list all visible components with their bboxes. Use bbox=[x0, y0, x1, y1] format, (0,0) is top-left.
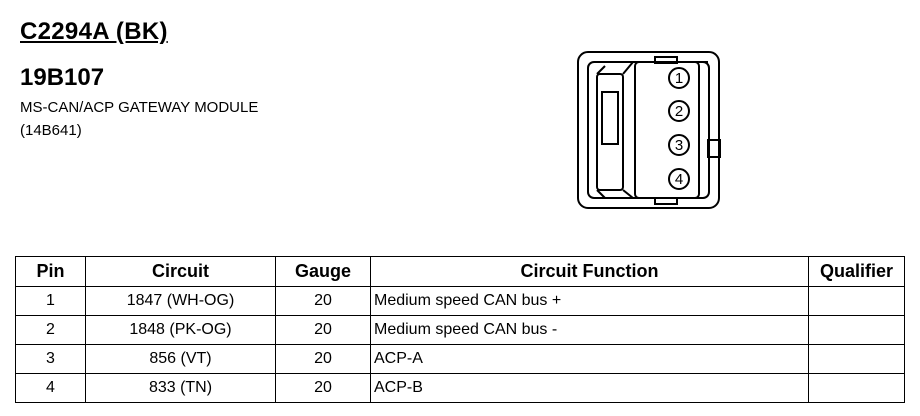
connector-title: C2294A (BK) bbox=[20, 18, 168, 45]
cell-circuit-function: Medium speed CAN bus - bbox=[370, 315, 809, 345]
connector-key-bottom bbox=[654, 197, 678, 205]
connector-pin-1 bbox=[668, 67, 690, 89]
connector-pin-4 bbox=[668, 168, 690, 190]
component-name: MS-CAN/ACP GATEWAY MODULE bbox=[20, 99, 259, 116]
cell-qualifier bbox=[808, 315, 905, 345]
pin-table: Pin Circuit Gauge Circuit Function Quali… bbox=[15, 256, 905, 403]
connector-pin-label-4: 4 bbox=[675, 171, 683, 188]
cell-pin: 1 bbox=[15, 286, 86, 316]
cell-circuit: 1847 (WH-OG) bbox=[85, 286, 276, 316]
cell-circuit-function: ACP-B bbox=[370, 373, 809, 403]
connector-latch-slot bbox=[601, 91, 619, 145]
column-header-gauge: Gauge bbox=[275, 256, 371, 287]
cell-pin: 3 bbox=[15, 344, 86, 374]
column-header-pin: Pin bbox=[15, 256, 86, 287]
cell-gauge: 20 bbox=[275, 344, 371, 374]
table-row: 1 1847 (WH-OG) 20 Medium speed CAN bus + bbox=[15, 286, 905, 316]
cell-circuit-function: Medium speed CAN bus + bbox=[370, 286, 809, 316]
table-header-row: Pin Circuit Gauge Circuit Function Quali… bbox=[15, 256, 905, 287]
connector-pin-label-1: 1 bbox=[675, 70, 683, 87]
cell-qualifier bbox=[808, 344, 905, 374]
cell-qualifier bbox=[808, 373, 905, 403]
cell-pin: 2 bbox=[15, 315, 86, 345]
table-row: 3 856 (VT) 20 ACP-A bbox=[15, 344, 905, 374]
connector-diagram: 1 2 3 4 bbox=[577, 51, 721, 209]
connector-latch-frame bbox=[596, 73, 624, 191]
cell-gauge: 20 bbox=[275, 315, 371, 345]
column-header-circuit-function: Circuit Function bbox=[370, 256, 809, 287]
table-row: 4 833 (TN) 20 ACP-B bbox=[15, 373, 905, 403]
cell-qualifier bbox=[808, 286, 905, 316]
cell-circuit: 833 (TN) bbox=[85, 373, 276, 403]
column-header-qualifier: Qualifier bbox=[808, 256, 905, 287]
cell-pin: 4 bbox=[15, 373, 86, 403]
connector-pin-3 bbox=[668, 134, 690, 156]
connector-housing-inner bbox=[587, 61, 710, 199]
cell-circuit: 856 (VT) bbox=[85, 344, 276, 374]
connector-housing-outer bbox=[577, 51, 720, 209]
connector-pin-2 bbox=[668, 100, 690, 122]
cell-circuit-function: ACP-A bbox=[370, 344, 809, 374]
cell-gauge: 20 bbox=[275, 373, 371, 403]
cell-gauge: 20 bbox=[275, 286, 371, 316]
connector-side-tab bbox=[707, 139, 721, 158]
connector-pins bbox=[668, 67, 690, 190]
cell-circuit: 1848 (PK-OG) bbox=[85, 315, 276, 345]
column-header-circuit: Circuit bbox=[85, 256, 276, 287]
connector-pin-label-2: 2 bbox=[675, 103, 683, 120]
connector-pin-label-3: 3 bbox=[675, 137, 683, 154]
part-number: (14B641) bbox=[20, 122, 82, 139]
table-row: 2 1848 (PK-OG) 20 Medium speed CAN bus - bbox=[15, 315, 905, 345]
component-id: 19B107 bbox=[20, 64, 105, 91]
connector-key-top bbox=[654, 56, 678, 64]
